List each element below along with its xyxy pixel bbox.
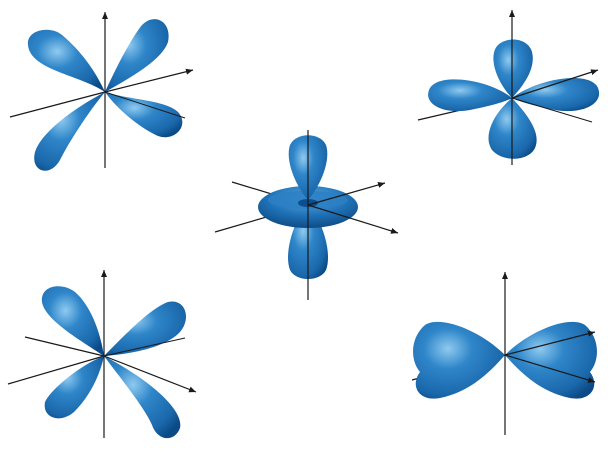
orbital-diagram-canvas	[0, 0, 611, 453]
orbital-figure	[0, 0, 611, 453]
